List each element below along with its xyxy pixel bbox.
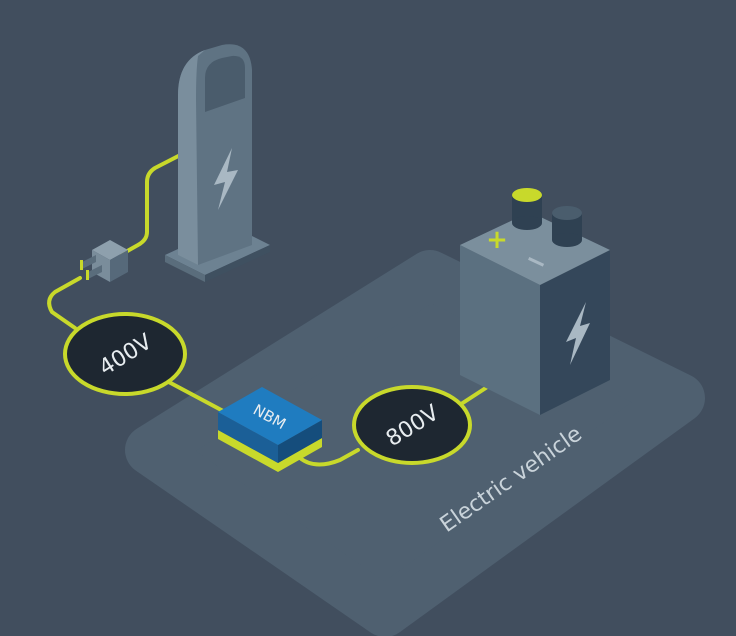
lightning-bolt-icon	[214, 148, 238, 210]
positive-terminal	[512, 188, 542, 230]
negative-terminal	[552, 206, 582, 247]
charger-screen	[205, 55, 245, 112]
nbm-converter: NBM	[218, 387, 322, 472]
voltage-badge-800v: 800V	[352, 385, 472, 465]
charging-station	[165, 44, 270, 282]
plug-icon	[80, 240, 128, 282]
plus-sign-icon: +	[486, 225, 508, 255]
battery: + −	[460, 188, 610, 415]
lightning-bolt-icon	[566, 302, 590, 365]
voltage-badge-400v: 400V	[63, 312, 187, 396]
